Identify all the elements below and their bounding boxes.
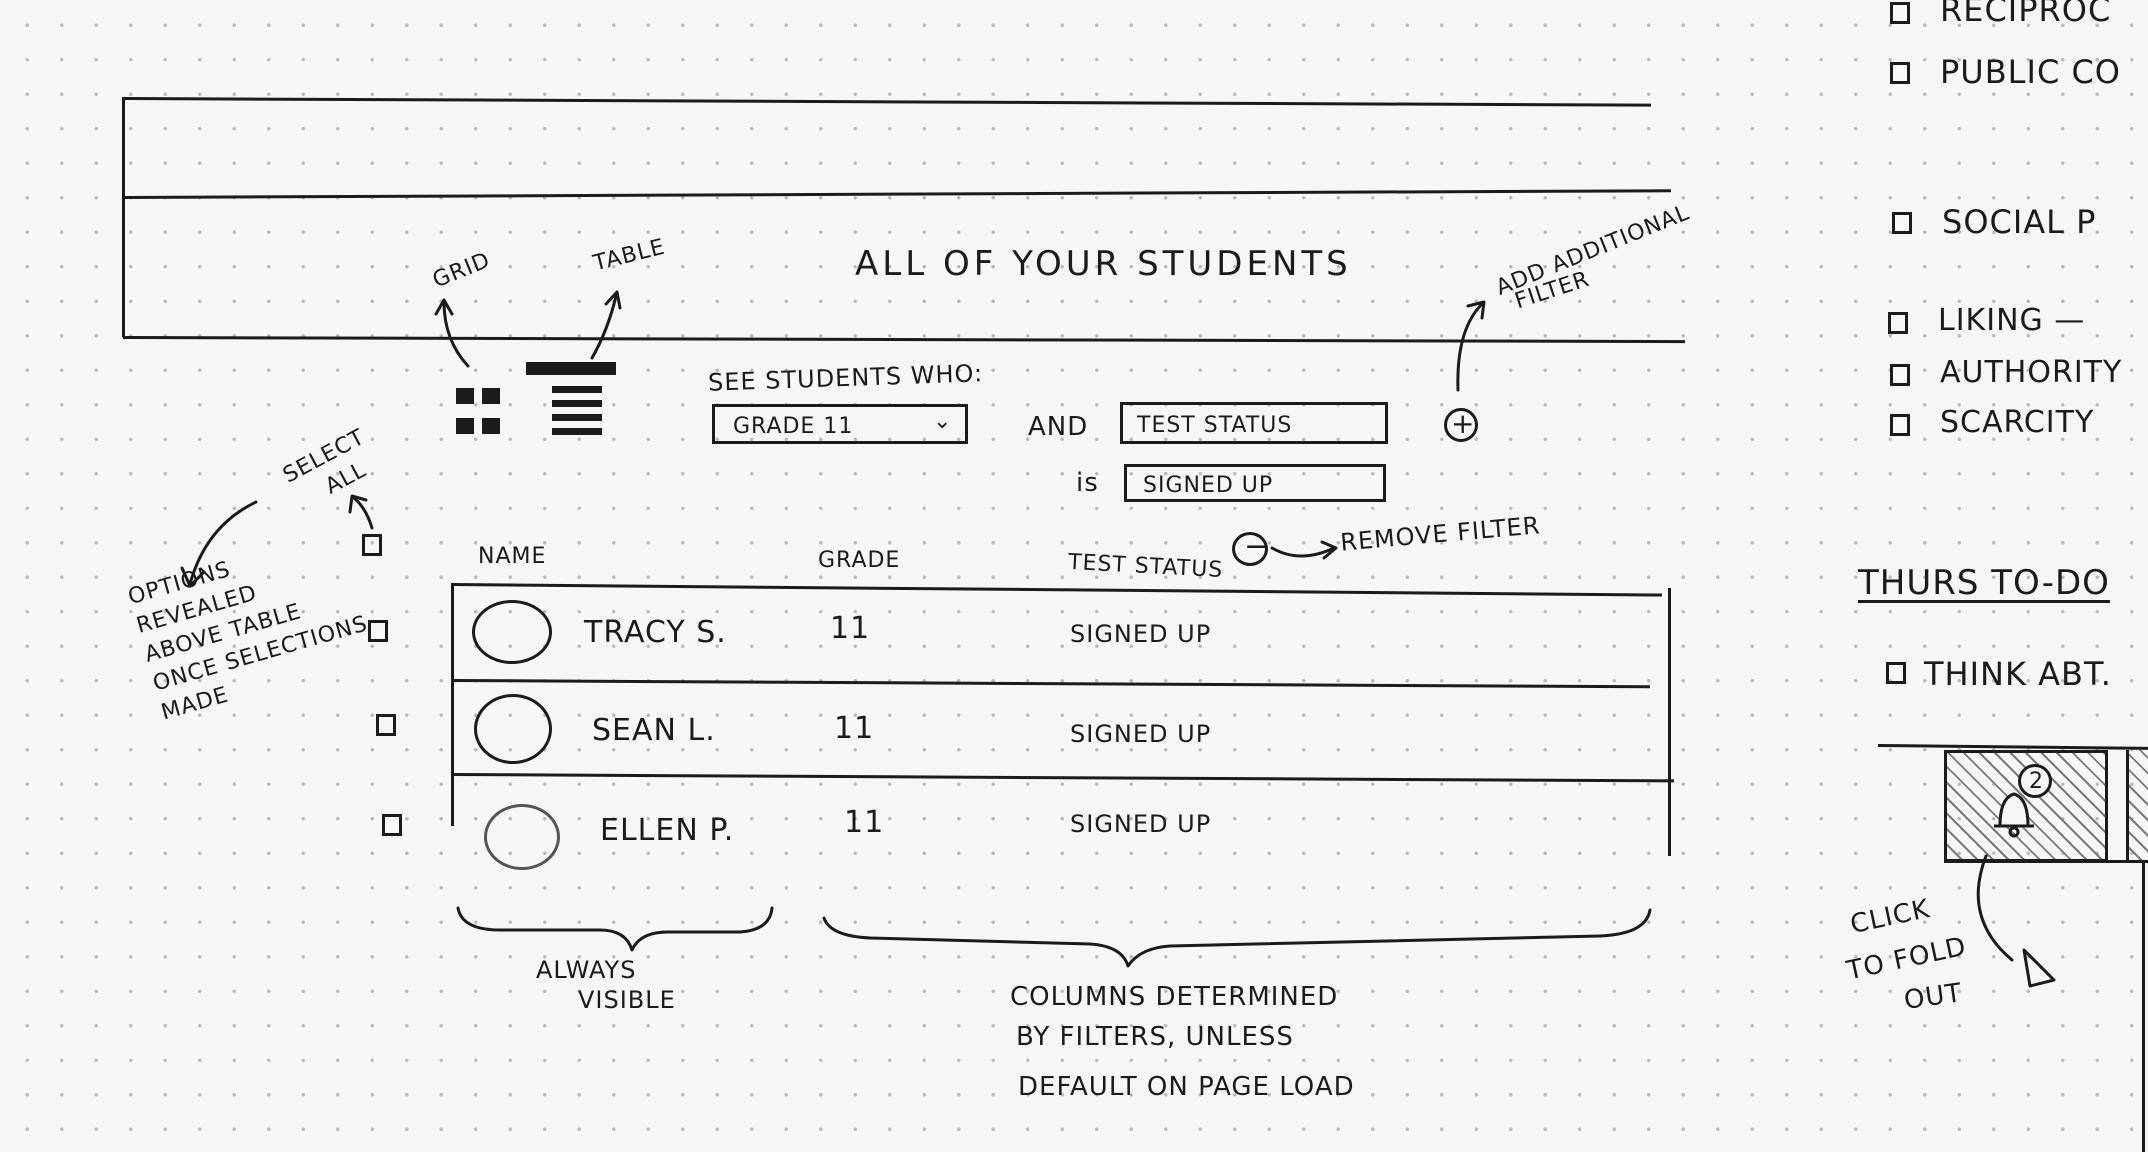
page-title: ALL OF YOUR STUDENTS xyxy=(855,244,1352,284)
side-list-label: AUTHORITY xyxy=(1940,355,2123,390)
click-note-line1: CLICK xyxy=(1847,893,1933,941)
columns-note-line3: DEFAULT ON PAGE LOAD xyxy=(1018,1072,1355,1102)
select-all-checkbox[interactable] xyxy=(362,534,382,556)
side-list-checkbox[interactable] xyxy=(1890,62,1910,84)
always-visible-note-line2: VISIBLE xyxy=(578,986,676,1014)
grid-label: GRID xyxy=(429,247,495,294)
todo-hatched-panel-right xyxy=(2126,750,2148,862)
todo-checkbox[interactable] xyxy=(1886,662,1906,684)
add-filter-button[interactable]: + xyxy=(1444,407,1478,442)
always-visible-note-line1: ALWAYS xyxy=(536,956,637,984)
add-filter-arrow xyxy=(1456,302,1484,392)
add-filter-arrow-head xyxy=(1466,300,1486,320)
avatar xyxy=(472,600,552,664)
avatar xyxy=(474,694,552,764)
see-students-label: SEE STUDENTS WHO: xyxy=(707,359,984,397)
table-row[interactable]: TRACY S. 11 SIGNED UP xyxy=(452,586,1662,678)
column-header-grade[interactable]: GRADE xyxy=(818,548,901,573)
click-note-line3: OUT xyxy=(1902,978,1965,1016)
test-status-field[interactable]: TEST STATUS xyxy=(1120,402,1388,444)
remove-filter-note: REMOVE FILTER xyxy=(1339,511,1542,557)
grade-select[interactable]: GRADE 11 ⌄ xyxy=(712,404,968,444)
side-list-label: SCARCITY xyxy=(1940,405,2095,440)
notification-badge: 2 xyxy=(2018,764,2052,798)
and-label: AND xyxy=(1028,412,1089,442)
todo-title: THURS TO-DO xyxy=(1858,563,2110,603)
side-list-label: LIKING — xyxy=(1938,303,2086,338)
signed-up-field[interactable]: SIGNED UP xyxy=(1124,464,1386,502)
frame-left-line xyxy=(122,97,125,337)
avatar xyxy=(484,804,560,870)
columns-note-line1: COLUMNS DETERMINED xyxy=(1010,982,1339,1012)
bell-icon-graphic xyxy=(1994,792,2034,838)
columns-note-line2: BY FILTERS, UNLESS xyxy=(1016,1022,1294,1052)
frame-third-line xyxy=(122,336,1685,344)
student-grade: 11 xyxy=(834,711,875,746)
test-status-value: TEST STATUS xyxy=(1137,413,1293,438)
student-grade: 11 xyxy=(830,611,871,646)
side-list-label: SOCIAL P xyxy=(1942,203,2097,241)
grid-arrow-head xyxy=(434,298,454,316)
student-status: SIGNED UP xyxy=(1070,810,1212,838)
side-list-checkbox[interactable] xyxy=(1892,212,1912,234)
row-checkbox[interactable] xyxy=(368,620,388,642)
frame-second-line xyxy=(122,189,1671,199)
always-visible-brace xyxy=(456,906,774,952)
side-list-checkbox[interactable] xyxy=(1890,2,1910,24)
side-list-label: PUBLIC CO xyxy=(1940,53,2121,91)
remove-filter-arrow-head xyxy=(1320,540,1338,560)
student-name: TRACY S. xyxy=(584,615,727,650)
todo-panel-bottom-line xyxy=(1944,860,2148,863)
table-row[interactable]: SEAN L. 11 SIGNED UP xyxy=(452,682,1662,772)
grade-select-value: GRADE 11 xyxy=(733,414,854,439)
table-left-line xyxy=(451,583,454,826)
fold-out-arrow xyxy=(1976,854,2014,962)
select-all-arrow-head xyxy=(348,494,368,514)
select-all-arrow xyxy=(352,496,374,530)
column-header-name[interactable]: NAME xyxy=(478,544,547,569)
side-list-checkbox[interactable] xyxy=(1888,312,1908,334)
row-checkbox[interactable] xyxy=(382,814,402,836)
grid-arrow xyxy=(442,300,470,368)
frame-top-line xyxy=(122,97,1651,107)
side-list-label: RECIPROC xyxy=(1940,0,2112,29)
signed-up-value: SIGNED UP xyxy=(1143,473,1274,498)
todo-panel-right-edge xyxy=(2142,860,2145,1152)
student-name: ELLEN P. xyxy=(600,813,735,848)
row-checkbox[interactable] xyxy=(376,714,396,736)
side-list-checkbox[interactable] xyxy=(1890,414,1910,436)
todo-panel-top-line xyxy=(1877,744,2148,750)
student-status: SIGNED UP xyxy=(1070,620,1212,648)
table-arrow xyxy=(590,294,618,360)
click-note-line2: TO FOLD xyxy=(1844,931,1970,987)
table-right-line xyxy=(1668,588,1671,856)
options-note: OPTIONS REVEALED ABOVE TABLE ONCE SELECT… xyxy=(125,527,379,725)
side-list-checkbox[interactable] xyxy=(1890,364,1910,386)
student-grade: 11 xyxy=(844,805,885,840)
student-name: SEAN L. xyxy=(592,713,716,748)
minus-icon: − xyxy=(1244,529,1270,564)
table-arrow-head xyxy=(604,290,622,310)
add-filter-note-line1: ADD ADDITIONAL xyxy=(1492,200,1694,301)
column-header-test-status[interactable]: TEST STATUS xyxy=(1067,549,1224,584)
table-row[interactable]: ELLEN P. 11 SIGNED UP xyxy=(452,776,1668,870)
plus-icon: + xyxy=(1451,407,1475,440)
table-view-icon[interactable] xyxy=(526,362,618,446)
remove-filter-button[interactable]: − xyxy=(1232,529,1270,566)
columns-brace xyxy=(822,908,1652,968)
chevron-down-icon: ⌄ xyxy=(933,409,953,434)
fold-out-triangle xyxy=(2022,948,2056,988)
bell-icon[interactable] xyxy=(1990,782,2040,838)
table-label: TABLE xyxy=(590,234,668,277)
remove-filter-arrow xyxy=(1270,546,1336,558)
todo-item-label: THINK ABT. xyxy=(1924,655,2112,693)
is-label: is xyxy=(1076,468,1099,498)
notification-badge-count: 2 xyxy=(2029,769,2043,794)
student-status: SIGNED UP xyxy=(1070,720,1212,748)
grid-view-icon[interactable] xyxy=(456,388,508,436)
